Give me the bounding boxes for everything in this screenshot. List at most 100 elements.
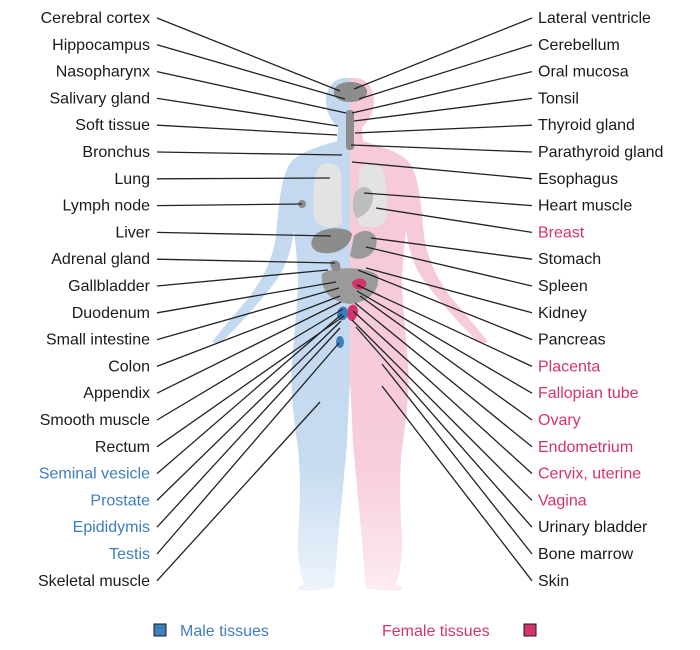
leader-line-soft-tissue — [156, 124, 338, 136]
leader-line-adrenal-gland — [156, 258, 336, 264]
label-soft-tissue: Soft tissue — [75, 117, 150, 134]
leader-line-lung — [156, 177, 331, 180]
label-thyroid-gland: Thyroid gland — [538, 117, 635, 134]
label-bone-marrow: Bone marrow — [538, 546, 634, 563]
label-lymph-node: Lymph node — [63, 198, 151, 215]
label-oral-mucosa: Oral mucosa — [538, 64, 629, 81]
leader-line-hippocampus — [156, 44, 346, 100]
label-adrenal-gland: Adrenal gland — [51, 251, 150, 268]
label-testis: Testis — [109, 546, 150, 563]
label-parathyroid-gland: Parathyroid gland — [538, 144, 663, 161]
male-legend-swatch — [153, 623, 167, 637]
label-bronchus: Bronchus — [82, 144, 150, 161]
leader-line-skeletal-muscle — [156, 401, 321, 582]
leader-line-spleen — [365, 246, 533, 287]
label-fallopian-tube: Fallopian tube — [538, 385, 639, 402]
label-vagina: Vagina — [538, 492, 587, 509]
leader-line-seminal-vesicle — [156, 313, 343, 475]
label-breast: Breast — [538, 224, 585, 241]
leader-line-lateral-ventricle — [353, 17, 533, 90]
leader-line-appendix — [156, 301, 342, 394]
leader-line-urinary-bladder — [355, 326, 533, 528]
leader-line-prostate — [156, 320, 342, 501]
label-urinary-bladder: Urinary bladder — [538, 519, 648, 536]
leader-line-endometrium — [354, 302, 533, 448]
label-nasopharynx: Nasopharynx — [56, 64, 150, 81]
leader-line-stomach — [370, 237, 533, 260]
leader-line-heart-muscle — [363, 192, 533, 207]
label-rectum: Rectum — [95, 439, 150, 456]
label-lung: Lung — [114, 171, 150, 188]
leader-line-smooth-muscle — [156, 308, 344, 421]
label-stomach: Stomach — [538, 251, 601, 268]
label-heart-muscle: Heart muscle — [538, 198, 632, 215]
body-figure — [212, 78, 488, 591]
leader-line-parathyroid-gland — [350, 144, 533, 153]
leader-line-esophagus — [351, 161, 533, 180]
leader-line-placenta — [356, 284, 533, 367]
female-organ — [347, 304, 358, 321]
label-colon: Colon — [108, 358, 150, 375]
leader-line-skin — [381, 385, 533, 582]
leader-line-testis — [156, 342, 340, 555]
leader-line-bronchus — [156, 151, 343, 156]
label-endometrium: Endometrium — [538, 439, 633, 456]
label-cerebral-cortex: Cerebral cortex — [41, 10, 150, 27]
label-hippocampus: Hippocampus — [52, 37, 150, 54]
leader-line-nasopharynx — [156, 70, 347, 114]
label-kidney: Kidney — [538, 305, 587, 322]
label-cervix-uterine: Cervix, uterine — [538, 466, 641, 483]
leader-line-ovary — [359, 295, 533, 421]
leader-line-duodenum — [156, 281, 337, 314]
female-legend-label: Female tissues — [382, 623, 490, 640]
label-cerebellum: Cerebellum — [538, 37, 620, 54]
label-prostate: Prostate — [90, 492, 150, 509]
leader-line-small-intestine — [156, 287, 340, 341]
male-organ — [336, 336, 344, 348]
leader-line-cervix-uterine — [352, 310, 533, 475]
liver-organ — [311, 228, 352, 254]
legend: Male tissues Female tissues — [153, 623, 537, 640]
label-ovary: Ovary — [538, 412, 581, 429]
leader-line-bone-marrow — [381, 363, 533, 555]
female-organ — [352, 278, 367, 290]
leader-line-lymph-node — [156, 203, 303, 207]
leader-line-tonsil — [353, 97, 533, 122]
leader-lines — [156, 17, 533, 582]
leader-line-cerebral-cortex — [156, 17, 341, 92]
female-legend-swatch — [523, 623, 537, 637]
left-label-column: Cerebral cortexHippocampusNasopharynxSal… — [38, 10, 151, 590]
male-organ — [337, 306, 348, 321]
leader-line-fallopian-tube — [356, 290, 533, 394]
label-pancreas: Pancreas — [538, 332, 606, 349]
label-gallbladder: Gallbladder — [68, 278, 151, 295]
label-esophagus: Esophagus — [538, 171, 618, 188]
leader-line-gallbladder — [156, 269, 329, 287]
label-appendix: Appendix — [83, 385, 150, 402]
leader-line-rectum — [156, 315, 345, 448]
brain-organ — [333, 82, 368, 102]
leader-line-vagina — [351, 319, 533, 501]
label-smooth-muscle: Smooth muscle — [40, 412, 150, 429]
right-lung-organ — [313, 163, 342, 228]
label-spleen: Spleen — [538, 278, 588, 295]
leader-line-oral-mucosa — [351, 70, 533, 114]
leader-line-epididymis — [156, 327, 341, 528]
label-tonsil: Tonsil — [538, 90, 579, 107]
stomach-organ — [350, 231, 377, 259]
leader-line-cerebellum — [358, 44, 533, 100]
male-legend-label: Male tissues — [180, 623, 269, 640]
leader-line-colon — [156, 295, 341, 368]
label-salivary-gland: Salivary gland — [50, 90, 151, 107]
throat-organ — [346, 110, 354, 150]
label-epididymis: Epididymis — [73, 519, 150, 536]
heart-organ — [352, 187, 373, 218]
label-placenta: Placenta — [538, 358, 600, 375]
label-small-intestine: Small intestine — [46, 332, 150, 349]
leader-line-liver — [156, 231, 332, 237]
leader-line-salivary-gland — [156, 97, 339, 127]
label-liver: Liver — [115, 224, 150, 241]
leader-line-kidney — [365, 267, 533, 314]
